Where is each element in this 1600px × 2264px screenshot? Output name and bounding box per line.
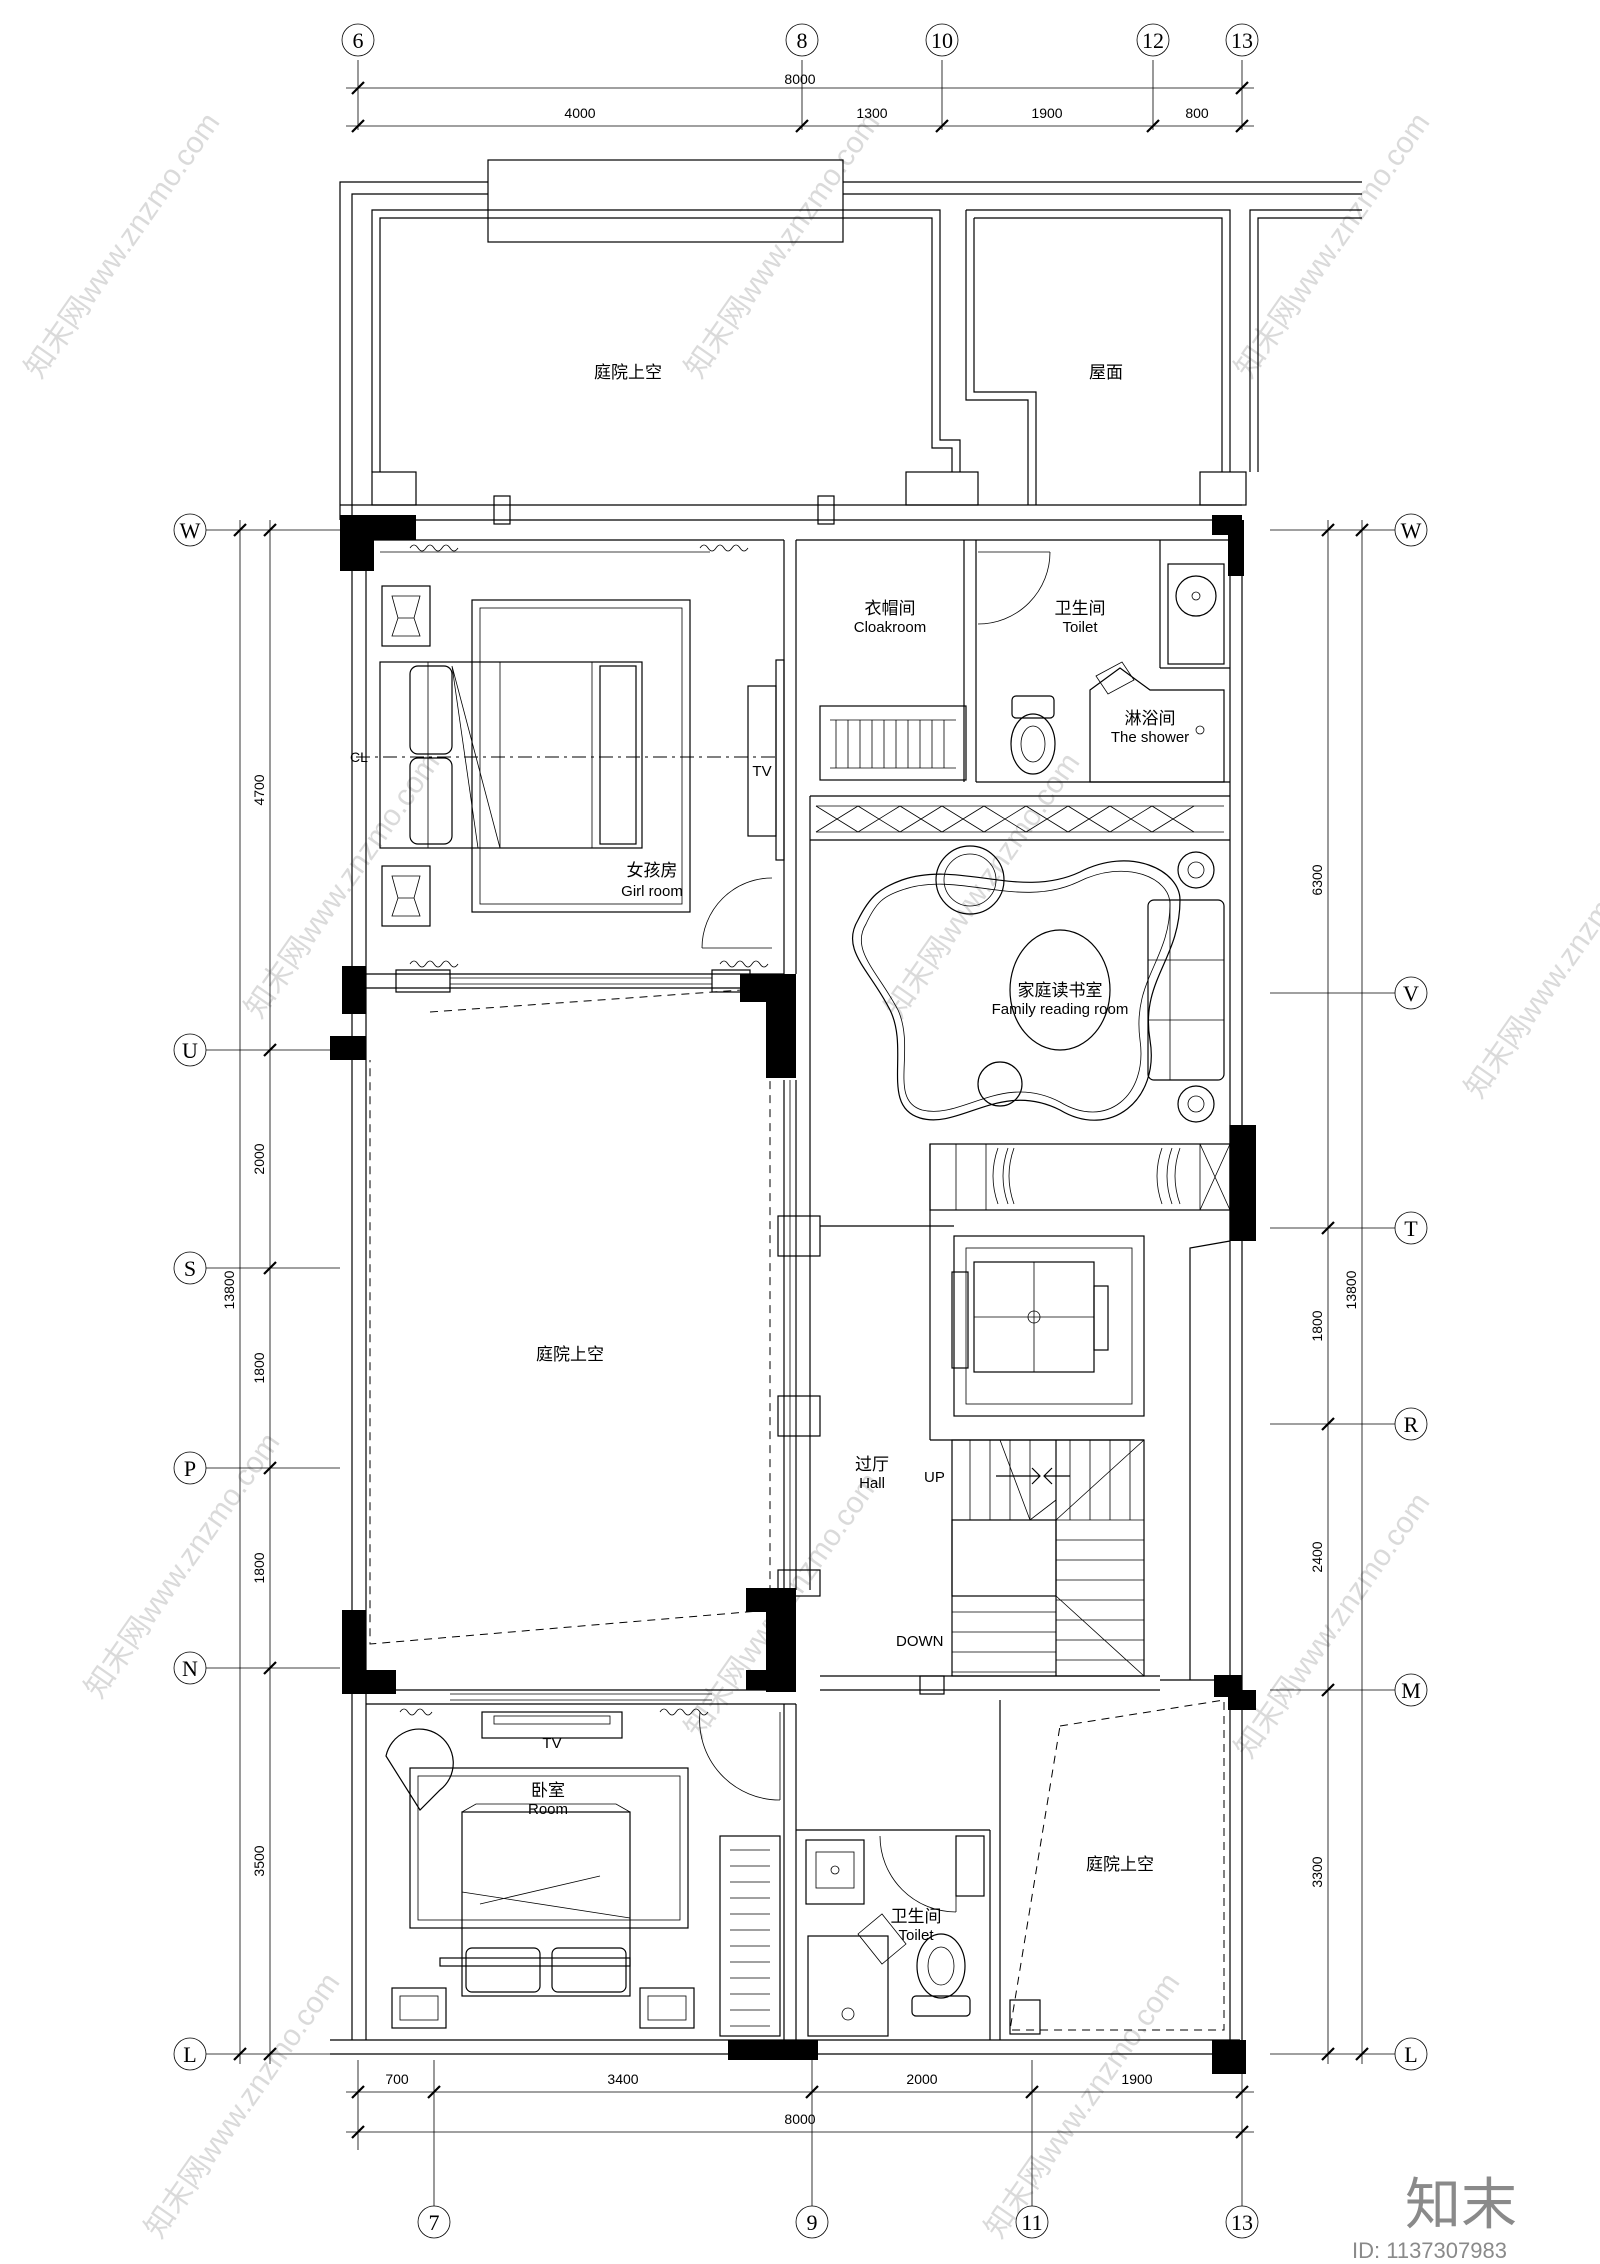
brand-logo: 知末: [1405, 2173, 1517, 2238]
dim-right-total: 13800: [1343, 1270, 1359, 1309]
axis-label-top: 10: [931, 28, 953, 53]
axis-label-left: N: [182, 1656, 198, 1681]
hall-label-en: Hall: [859, 1475, 885, 1492]
bedroom-label-en: Room: [528, 1801, 568, 1818]
axis-label-bottom: 11: [1021, 2210, 1042, 2235]
axis-label-bottom: 9: [807, 2210, 818, 2235]
toilet-label-en: Toilet: [1062, 619, 1098, 636]
axis-label-bottom: 7: [429, 2210, 440, 2235]
axis-label-left: U: [182, 1038, 198, 1063]
hall-label-cn: 过厅: [855, 1455, 889, 1474]
watermark: 知末网www.znzmo.com: [1459, 827, 1600, 1104]
dim-right-seg: 3300: [1309, 1856, 1325, 1887]
axis-label-right: M: [1401, 1678, 1421, 1703]
axis-label-top: 13: [1231, 28, 1253, 53]
dim-top-seg: 1300: [856, 105, 887, 121]
toilet2-label-en: Toilet: [898, 1927, 934, 1944]
axis-label-bottom: 13: [1231, 2210, 1253, 2235]
dim-bottom-seg: 700: [385, 2071, 409, 2087]
tv-label-girl: TV: [752, 763, 771, 780]
axis-label-right: T: [1404, 1216, 1418, 1241]
axis-label-right: W: [1401, 518, 1422, 543]
courtyard-void-right: 庭院上空: [1009, 1699, 1225, 2035]
dim-right-seg: 2400: [1309, 1541, 1325, 1572]
axis-label-right: V: [1403, 981, 1419, 1006]
top-right-wet-area: 衣帽间 Cloakroom 卫生间 Toilet 淋浴间 The shower: [854, 551, 1225, 783]
family-reading-room: 家庭读书室 Family reading room: [851, 845, 1225, 1205]
courtyard-void-label-right: 庭院上空: [1086, 1855, 1154, 1874]
shower-label-cn: 淋浴间: [1125, 709, 1176, 728]
axis-label-left: S: [184, 1256, 196, 1281]
girl-room-label-en: Girl room: [621, 883, 683, 900]
tv-label-bedroom: TV: [542, 1735, 561, 1752]
girl-room: CL TV 女孩房 Girl room: [350, 544, 785, 968]
dim-left-seg: 4700: [251, 774, 267, 805]
axis-label-top: 6: [353, 28, 364, 53]
dim-bottom-seg: 2000: [906, 2071, 937, 2087]
cloakroom-label-en: Cloakroom: [854, 619, 927, 636]
dim-top-seg: 1900: [1031, 105, 1062, 121]
bedroom: TV 卧室 Room: [366, 1689, 797, 2040]
top-dimension-chain: 8000 4000 1300 1900 800 6 8 10 12 13: [341, 23, 1259, 133]
hall-stair: 过厅 Hall UP DOWN: [855, 1439, 1145, 1695]
axis-label-top: 8: [797, 28, 808, 53]
watermark: 知末网www.znzmo.com: [139, 1967, 347, 2244]
axis-label-left: P: [184, 1456, 196, 1481]
toilet2-label-cn: 卫生间: [891, 1907, 942, 1926]
dim-right-seg: 6300: [1309, 864, 1325, 895]
dim-top-seg: 800: [1185, 105, 1209, 121]
watermark: 知末网www.znzmo.com: [1229, 107, 1437, 384]
reading-room-label-en: Family reading room: [992, 1001, 1129, 1018]
watermark: 知末网www.znzmo.com: [679, 107, 887, 384]
dim-left-seg: 1800: [251, 1352, 267, 1383]
dim-bottom-seg: 1900: [1121, 2071, 1152, 2087]
right-dimension-chain: 6300 1800 2400 3300 13800 W V T R M L: [1270, 513, 1428, 2071]
shower-label-en: The shower: [1111, 729, 1189, 746]
dim-bottom-total: 8000: [784, 2111, 815, 2127]
bedroom-label-cn: 卧室: [531, 1781, 565, 1800]
axis-label-left: L: [183, 2042, 196, 2067]
dim-left-seg: 2000: [251, 1143, 267, 1174]
bottom-dimension-chain: 700 3400 2000 1900 8000 7 9 11 13: [346, 2060, 1259, 2239]
stair-down-label: DOWN: [896, 1633, 944, 1650]
axis-label-left: W: [180, 518, 201, 543]
dim-top-seg: 4000: [564, 105, 595, 121]
courtyard-void-middle: 庭院上空: [369, 987, 771, 1645]
structure-walls: [330, 515, 1256, 2074]
cloakroom-label-cn: 衣帽间: [865, 599, 916, 618]
dim-right-seg: 1800: [1309, 1310, 1325, 1341]
watermark: 知末网www.znzmo.com: [19, 107, 227, 384]
dim-left-seg: 1800: [251, 1552, 267, 1583]
bottom-toilet: 卫生间 Toilet: [796, 1700, 1001, 2040]
courtyard-void-label: 庭院上空: [594, 363, 662, 382]
axis-label-top: 12: [1142, 28, 1164, 53]
id-label: ID: 1137307983: [1352, 2238, 1507, 2263]
dim-left-total: 13800: [221, 1270, 237, 1309]
top-terrace: 庭院上空 屋面: [339, 159, 1362, 525]
watermark: 知末网www.znzmo.com: [1229, 1487, 1437, 1764]
axis-label-right: L: [1404, 2042, 1417, 2067]
reading-room-label-cn: 家庭读书室: [1018, 981, 1103, 1000]
dim-left-seg: 3500: [251, 1845, 267, 1876]
courtyard-void-label-mid: 庭院上空: [536, 1345, 604, 1364]
toilet-label-cn: 卫生间: [1055, 599, 1106, 618]
axis-label-right: R: [1404, 1412, 1419, 1437]
stair-up-label: UP: [924, 1469, 945, 1486]
centerline-label: CL: [350, 749, 368, 765]
left-dimension-chain: 13800 4700 2000 1800 1800 3500 W U S P N…: [173, 513, 340, 2071]
roof-label: 屋面: [1089, 363, 1123, 382]
dim-bottom-seg: 3400: [607, 2071, 638, 2087]
dim-top-total: 8000: [784, 71, 815, 87]
girl-room-label-cn: 女孩房: [627, 861, 678, 880]
